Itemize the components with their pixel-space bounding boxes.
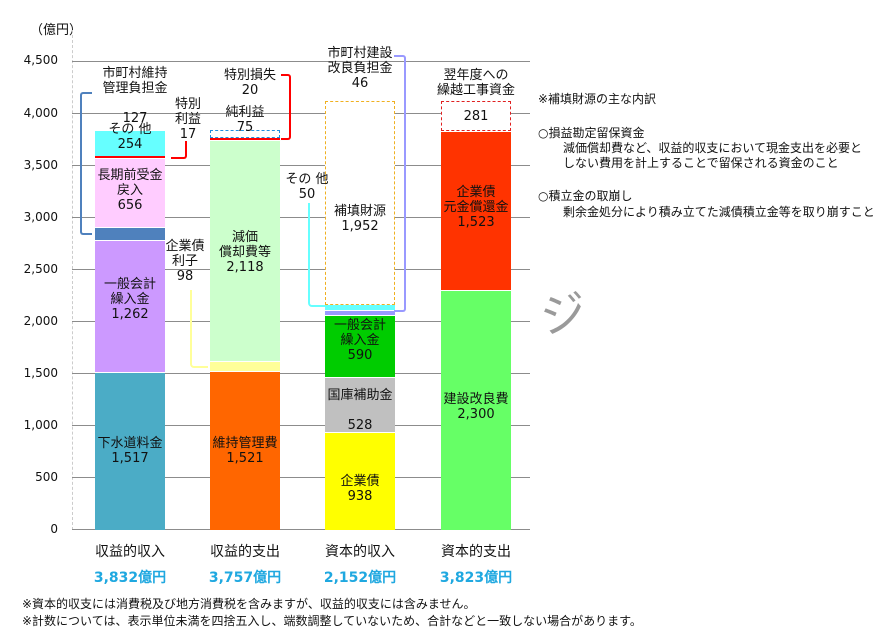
footnote-rounding: ※計数については、表示単位未満を四捨五入し、端数調整していないため、合計などと一…: [22, 614, 642, 628]
y-tick: 0: [50, 522, 58, 536]
label-carryover-value: 281: [463, 109, 489, 124]
y-tick: 4,000: [23, 106, 58, 120]
label-national-subsidy: 国庫補助金 528: [327, 388, 393, 433]
segment-other-income: [95, 130, 165, 156]
y-tick: 1,000: [23, 418, 58, 432]
x-label-revenue-income: 収益的収入: [95, 544, 165, 560]
side-note-item2-body: 剰余金処分により積み立てた減債積立金等を取り崩すこと: [563, 205, 875, 219]
callout-special-gain: 特別 利益 17: [174, 97, 201, 142]
label-depreciation: 減価 償却費等 2,118: [218, 230, 271, 275]
label-sewerage-fees: 下水道料金 1,517: [97, 436, 163, 466]
bracket-bond-interest: [190, 290, 208, 368]
label-supplementary-funds: 補填財源 1,952: [333, 204, 386, 234]
x-label-capital-income: 資本的収入: [325, 544, 395, 560]
x-label-revenue-expense: 収益的支出: [210, 544, 280, 560]
total-revenue-income: 3,832億円: [93, 570, 167, 586]
y-tick: 1,500: [23, 366, 58, 380]
label-construction-improvement: 建設改良費 2,300: [443, 392, 509, 422]
segment-general-account-transfer: [325, 315, 395, 377]
segment-long-term-deferred-revenue: [95, 158, 165, 227]
label-other-income: その 他 254: [108, 122, 152, 152]
footnote-tax: ※資本的収支には消費税及び地方消費税を含みますが、収益的収支には含みません。: [22, 597, 476, 611]
segment-other-capital-income: [325, 305, 395, 310]
label-maintenance-costs: 維持管理費 1,521: [212, 436, 278, 466]
side-note-item1-head: ○損益勘定留保資金: [538, 126, 645, 140]
y-tick: 2,000: [23, 314, 58, 328]
segment-maintenance-costs: [210, 371, 280, 530]
callout-bond-interest: 企業債 利子 98: [165, 239, 205, 284]
label-long-term-deferred-revenue: 長期前受金 戻入 656: [97, 168, 163, 213]
gridline: [72, 165, 530, 166]
gridline: [72, 477, 530, 478]
gridline: [72, 321, 530, 322]
label-bond-principal-repayment: 企業債 元金償還金 1,523: [443, 185, 509, 230]
segment-general-account-transfer: [95, 240, 165, 372]
callout-municipal-maintenance-share: 市町村維持 管理負担金 127: [102, 66, 168, 126]
gridline: [72, 113, 530, 114]
bracket-special-gain: [171, 141, 187, 159]
y-axis-unit: （億円）: [30, 23, 83, 38]
callout-carryover-funds: 翌年度への 繰越工事資金: [436, 68, 515, 98]
side-note-item2-head: ○積立金の取崩し: [538, 189, 633, 203]
label-corporate-bonds: 企業債 938: [340, 474, 380, 504]
label-general-account-transfer: 一般会計 繰入金 1,262: [103, 277, 156, 322]
segment-special-loss: [210, 138, 280, 140]
total-revenue-expense: 3,757億円: [208, 570, 282, 586]
segment-carryover-funds: [441, 101, 511, 131]
total-capital-income: 2,152億円: [323, 570, 397, 586]
segment-bond-interest: [210, 361, 280, 371]
y-tick: 2,500: [23, 262, 58, 276]
decorative-glyph: ジ: [536, 283, 591, 345]
segment-corporate-bonds: [325, 432, 395, 530]
x-label-capital-expense: 資本的支出: [441, 544, 511, 560]
x-axis-line: [72, 529, 530, 530]
gridline: [72, 373, 530, 374]
segment-special-gain: [95, 156, 165, 158]
gridline: [72, 61, 530, 62]
segment-municipal-construction-share: [325, 310, 395, 315]
gridline: [72, 217, 530, 218]
gridline: [72, 269, 530, 270]
callout-net-profit: 純利益 75: [225, 105, 265, 135]
bracket-special-loss: [281, 74, 291, 140]
y-tick: 3,000: [23, 210, 58, 224]
segment-bond-principal-repayment: [441, 131, 511, 290]
total-capital-expense: 3,823億円: [439, 570, 513, 586]
segment-supplementary-funds: [325, 101, 395, 305]
bracket-municipal-construction: [394, 55, 406, 312]
segment-sewerage-fees: [95, 372, 165, 530]
y-tick: 3,500: [23, 158, 58, 172]
label-general-account-transfer-capital: 一般会計 繰入金 590: [333, 318, 386, 363]
side-note-item1-body: 減価償却費など、収益的収支において現金支出を必要と しない費用を計上することで留…: [563, 141, 863, 170]
callout-special-loss: 特別損失 20: [223, 68, 276, 98]
side-note-title: ※補填財源の主な内訳: [538, 92, 657, 106]
callout-other-capital-income: その 他 50: [285, 172, 329, 202]
segment-municipal-maintenance-share: [95, 227, 165, 240]
callout-municipal-construction-share: 市町村建設 改良負担金 46: [327, 46, 393, 91]
y-tick: 4,500: [23, 53, 58, 67]
bracket-municipal-share: [80, 92, 92, 235]
gridline: [72, 425, 530, 426]
y-axis-line: [72, 30, 73, 530]
segment-net-profit: [210, 130, 280, 138]
segment-national-subsidy: [325, 377, 395, 432]
bracket-other-capital: [308, 203, 326, 307]
y-tick: 500: [35, 470, 58, 484]
segment-depreciation: [210, 140, 280, 361]
segment-construction-improvement: [441, 290, 511, 530]
